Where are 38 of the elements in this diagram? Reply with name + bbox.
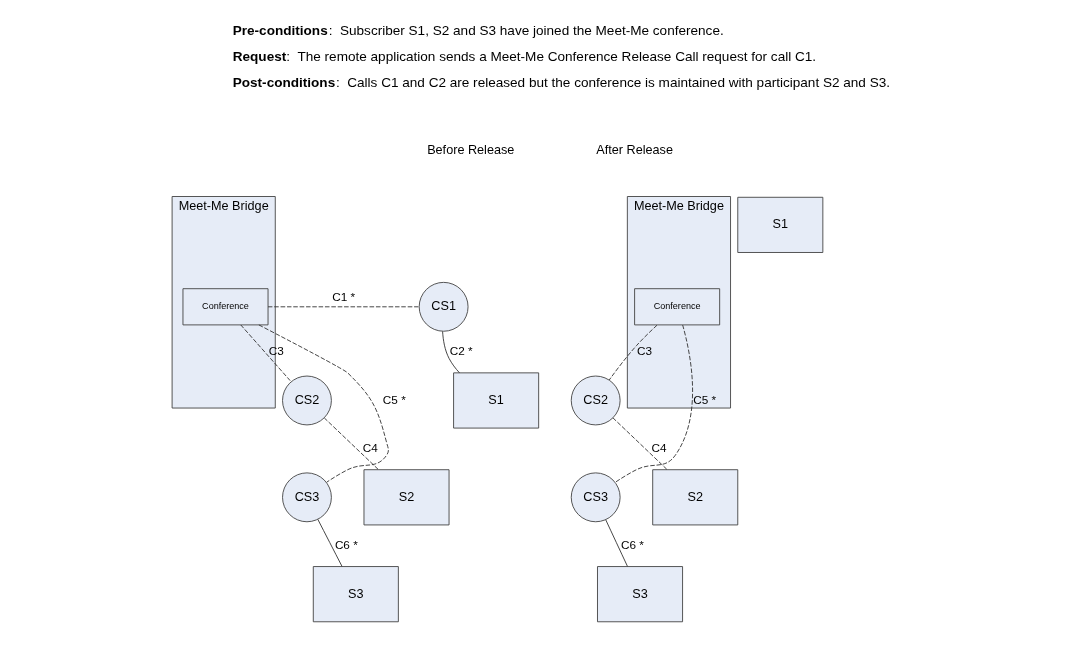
edge-label: C6 * xyxy=(620,537,644,551)
node-box: S1 xyxy=(736,196,823,253)
node-box: S3 xyxy=(596,566,683,623)
connector xyxy=(257,324,389,483)
node-box: Conference xyxy=(633,288,720,326)
node-box: Conference xyxy=(182,288,268,326)
connector xyxy=(239,324,292,383)
label: Request: The remote application sends a Meet-Me Conference Release Call request for call C1. xyxy=(232,49,816,65)
connector xyxy=(441,331,460,374)
edge-label: C1 * xyxy=(331,289,355,303)
label: Post-conditions: Calls C1 and C2 are released but the conference is maintained with participant S2 and S3. xyxy=(232,75,890,91)
edge-label: C5 * xyxy=(692,392,716,406)
node-circle: CS1 xyxy=(418,281,468,332)
connector xyxy=(316,518,342,567)
node-circle: CS2 xyxy=(281,375,332,426)
edge-label: C4 xyxy=(362,440,378,454)
connector xyxy=(608,324,657,381)
node-box: S1 xyxy=(452,372,539,429)
node-circle: CS2 xyxy=(570,375,621,426)
connector xyxy=(612,417,668,471)
edge-label: C3 xyxy=(268,344,284,358)
node-box: S2 xyxy=(651,469,738,526)
edge-label: C4 xyxy=(651,440,667,454)
edge-label: C6 * xyxy=(334,537,358,551)
label: After Release xyxy=(595,143,673,158)
node-box: S3 xyxy=(312,566,399,623)
label: Pre-conditions: Subscriber S1, S2 and S3 have joined the Meet-Me conference. xyxy=(232,22,724,38)
connector xyxy=(614,324,693,483)
node-circle: CS3 xyxy=(281,472,332,523)
edge-label: C2 * xyxy=(449,344,473,358)
edge-label: C5 * xyxy=(382,392,406,406)
node-box: S2 xyxy=(363,469,449,526)
connector xyxy=(323,417,379,471)
label: Before Release xyxy=(426,143,514,158)
connector xyxy=(267,306,420,308)
edge-label: C3 xyxy=(636,344,652,358)
connector xyxy=(604,519,628,567)
node-circle: CS3 xyxy=(570,472,621,523)
